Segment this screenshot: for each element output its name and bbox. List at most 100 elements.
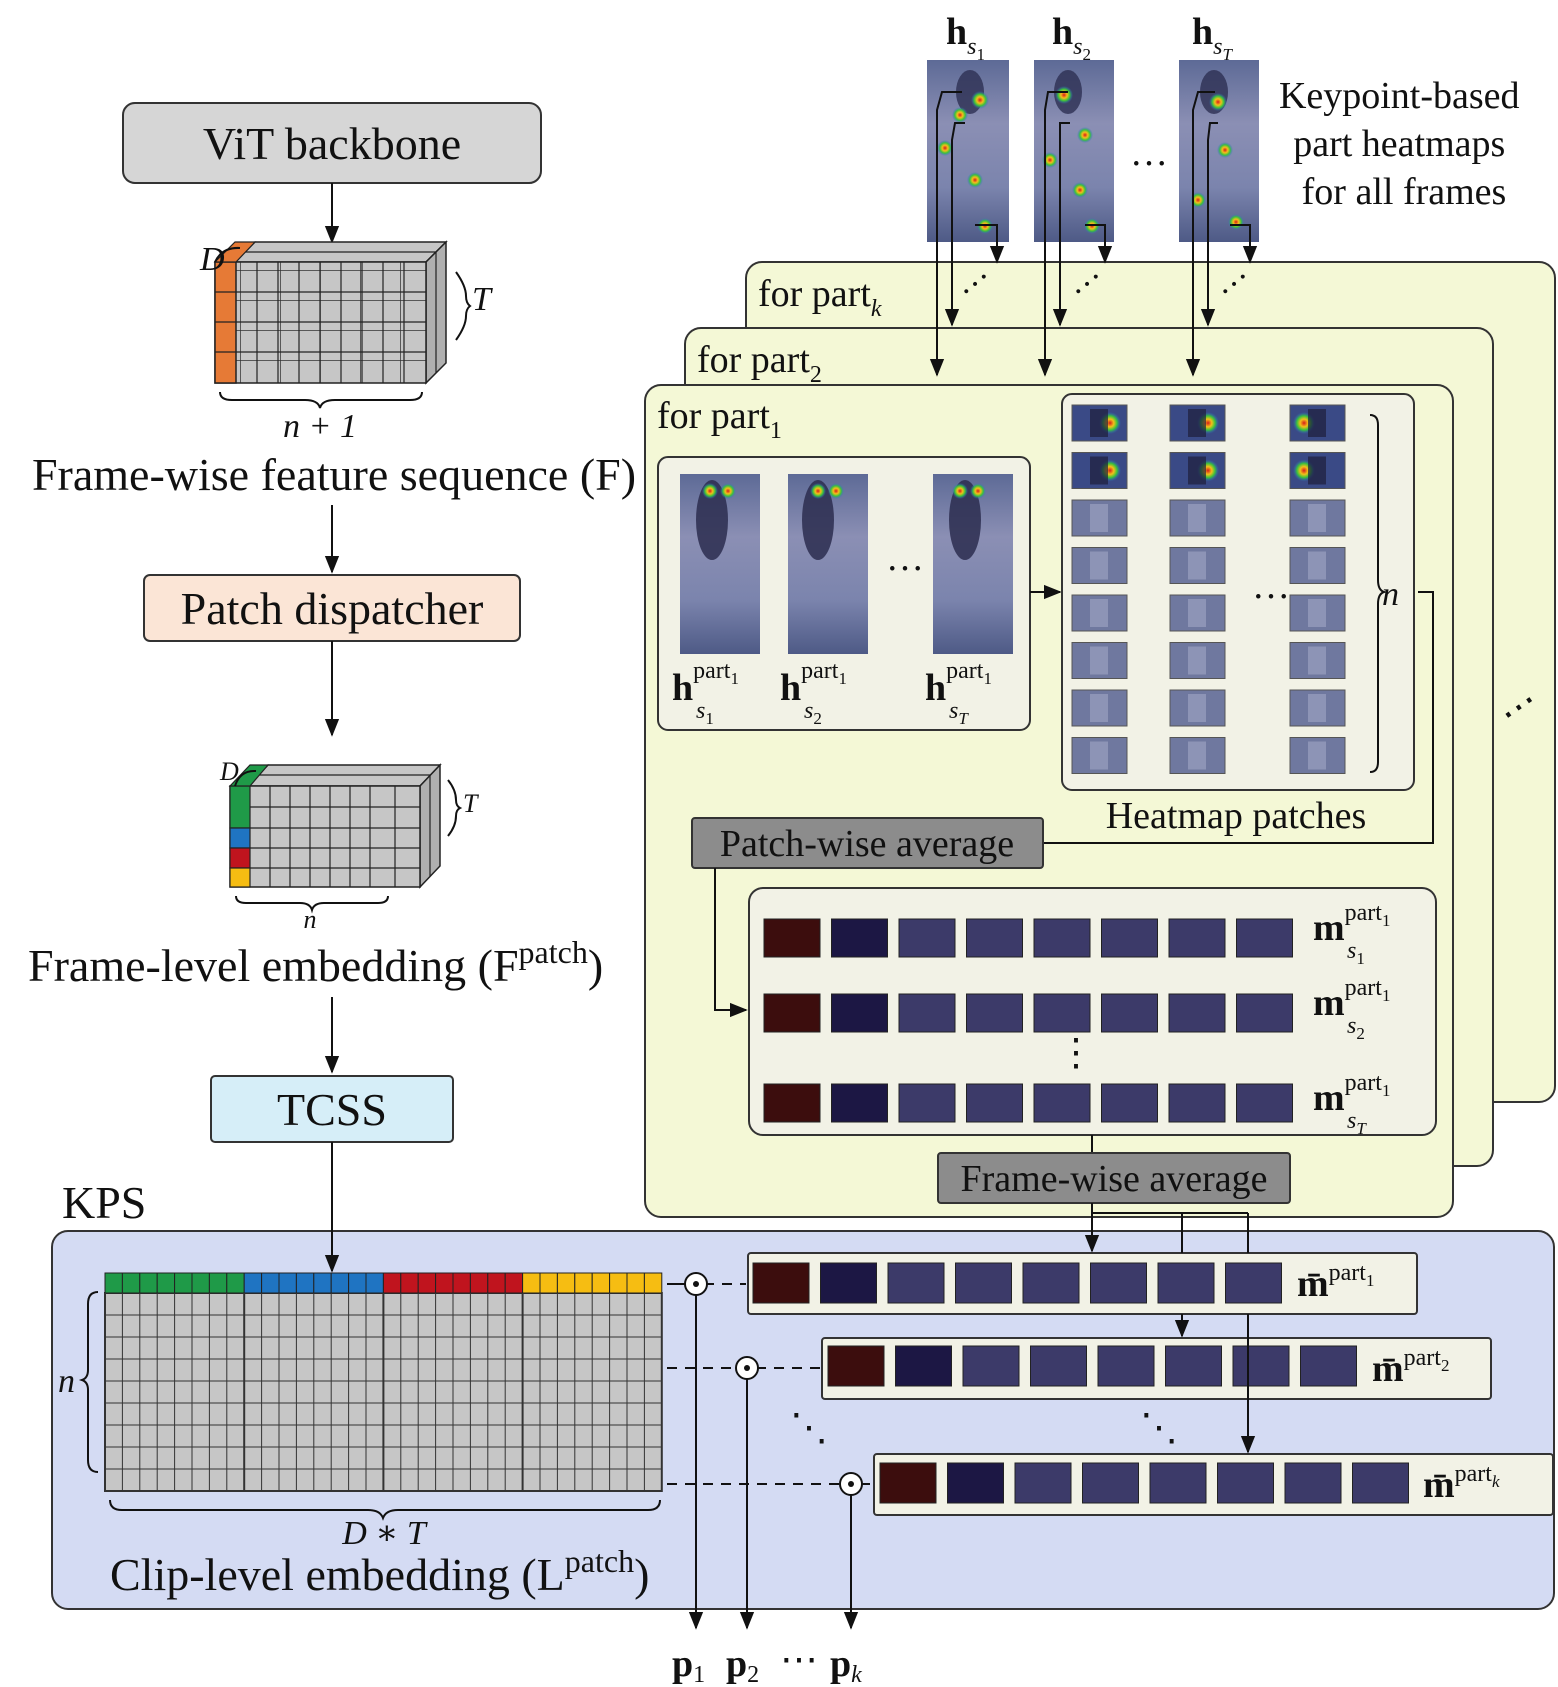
heatmap-patches-label: Heatmap patches [1106,795,1367,837]
mask-cell [763,918,821,958]
clip-DT-label: D ∗ T [341,1515,428,1552]
mask-cell [1168,1083,1226,1123]
mbar-part2-label: m̄part2 [1372,1345,1449,1390]
top-frames-dots: … [1130,132,1168,174]
mask-cell [1168,918,1226,958]
clip-token-cell [539,1272,558,1294]
mbar-cell [887,1262,945,1304]
clip-token-cell [556,1272,576,1294]
output-p1: p1 [672,1643,705,1687]
mbar-cell [879,1462,937,1504]
clip-token-cell [243,1272,263,1294]
mbar-cell [1022,1262,1080,1304]
clip-token-cell [174,1272,193,1294]
part-1-label: for part1 [657,395,782,444]
mask-cell [831,918,888,958]
clip-token-cell [226,1272,245,1294]
feature-cube [213,240,448,385]
patch-wise-average-label: Patch-wise average [720,823,1014,865]
clip-token-cell [400,1272,419,1294]
mask-cell [1033,918,1091,958]
part-frame-1 [680,474,760,654]
frame-level-embedding-label: Frame-level embedding (Fpatch) [28,934,603,991]
mask-cell [966,918,1023,958]
mbar-cell [1097,1345,1155,1387]
mask-cell [1033,1083,1091,1123]
top-frame-1 [927,60,1009,242]
mask-cell [763,993,821,1033]
mbar-cell [820,1262,877,1304]
clip-token-cell [417,1272,437,1294]
patch-token-yellow [229,867,251,888]
mask-cell [831,993,888,1033]
feature-T-label: T [472,281,493,318]
clip-token-cell [139,1272,158,1294]
mask-cell [966,1083,1023,1123]
clip-token-cell [278,1272,297,1294]
mbar-partk-label: m̄partk [1423,1461,1500,1506]
part-mask-rows [763,918,1293,1123]
mask-cell [898,1083,956,1123]
mask-cell [763,1083,821,1123]
mbar-cell [1232,1345,1290,1387]
mask-cell [898,993,956,1033]
h-s2-label: hs2 [1052,11,1091,64]
part-k-label: for partk [758,273,882,322]
mask-cell [1033,993,1091,1033]
feature-D-label: D [199,241,225,278]
vit-backbone-label: ViT backbone [203,118,461,169]
clip-token-cell [156,1272,176,1294]
mbar-cell [1165,1345,1222,1387]
output-p2: p2 [726,1643,759,1687]
clip-token-cell [609,1272,628,1294]
mask-cell [1236,993,1293,1033]
part-frames-dots: … [886,537,924,579]
mbar-cell [1157,1262,1215,1304]
clip-token-cell [104,1272,123,1294]
clip-token-cell [208,1272,228,1294]
mbar-cell [1300,1345,1357,1387]
part-frame-T [933,474,1013,654]
kps-ddots-1: ⋱ [790,1407,828,1449]
clip-token-cell [295,1272,315,1294]
mbar-cell [955,1262,1012,1304]
clip-token-cell [487,1272,506,1294]
patch-n-label: n [304,905,317,934]
clip-token-cell [435,1272,454,1294]
feature-n1-label: n + 1 [283,408,357,445]
patch-token-red [229,847,251,869]
mask-cell [898,918,956,958]
clip-token-cell [643,1272,663,1294]
clip-token-cell [313,1272,332,1294]
clip-token-cell [121,1272,141,1294]
clip-token-cell [591,1272,611,1294]
clip-token-cell [365,1272,384,1294]
mbar-cell [1090,1262,1147,1304]
mbar-cell [1284,1462,1342,1504]
left-column: ViT backbone D T n + 1 Frame-wise featur… [28,102,636,1143]
patch-T-label: T [463,789,479,818]
patches-dots: … [1252,565,1290,607]
patch-dispatcher-label: Patch dispatcher [181,583,484,634]
mbar-cell [827,1345,885,1387]
mbar-cell [962,1345,1020,1387]
clip-token-cell [348,1272,367,1294]
clip-token-cell [574,1272,593,1294]
mbar-cell [947,1462,1004,1504]
h-sT-label: hsT [1192,11,1233,64]
mbar-cell [1082,1462,1139,1504]
clip-token-cell [626,1272,645,1294]
clip-n-label: n [58,1363,75,1400]
tcss-label: TCSS [277,1084,387,1135]
mbar-cell [1225,1262,1282,1304]
clip-token-cell [261,1272,280,1294]
h-s1-label: hs1 [946,11,985,64]
mbar-part1-label: m̄part1 [1297,1260,1374,1305]
output-dots: ⋯ [780,1639,818,1681]
clip-token-cell [522,1272,541,1294]
top-heatmaps: hs1 hs2 hsT … [927,11,1520,377]
